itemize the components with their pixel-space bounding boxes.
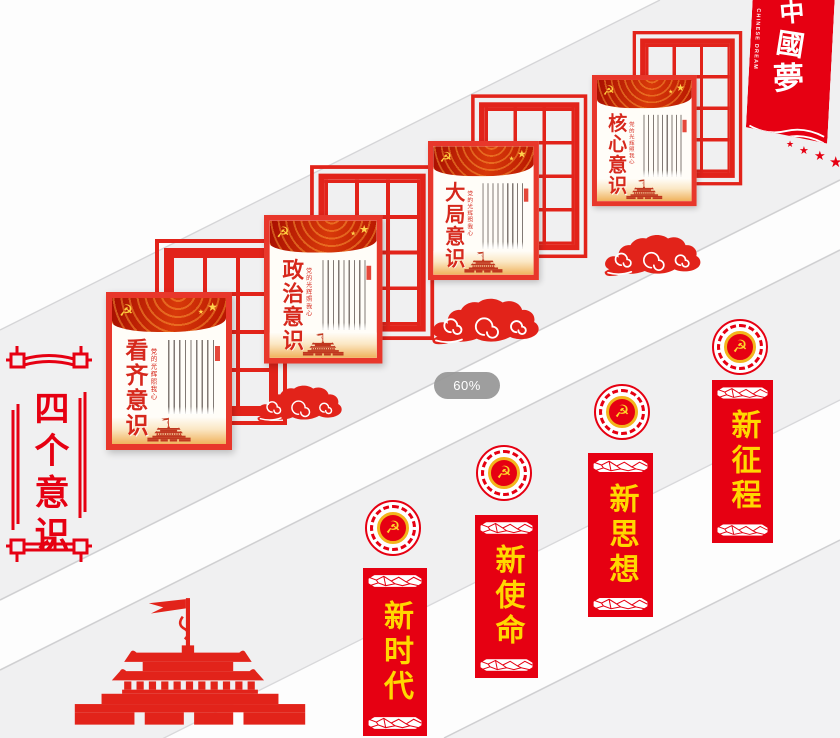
poster-kanqi-group: ☭ ★ ★ 看齐意识 党的光辉照我心 xyxy=(106,239,287,450)
chinese-dream-ribbon: CHINESE DREAM 中 國 夢 xyxy=(745,0,835,148)
star-icon: ★ xyxy=(814,149,826,164)
star-icon: ★ xyxy=(207,300,218,314)
party-emblem-icon: ☭ xyxy=(377,512,409,544)
party-emblem-icon: ☭ xyxy=(606,396,638,428)
step-label: 新征程 xyxy=(725,409,761,514)
party-emblem-medallion: ☭ xyxy=(476,445,532,501)
poster-subtitle: 党的光辉照我心 xyxy=(627,121,635,166)
star-icon: ★ xyxy=(676,81,685,94)
party-emblem-icon: ☭ xyxy=(276,223,290,242)
poster-subtitle: 党的光辉照我心 xyxy=(465,190,473,237)
step-label: 新使命 xyxy=(489,544,525,649)
zoom-level-badge: 60% xyxy=(434,372,500,399)
cloud-icon xyxy=(603,228,703,284)
ribbon-char: 夢 xyxy=(772,59,805,98)
poster-subtitle: 党的光辉照我心 xyxy=(149,348,157,401)
party-emblem-medallion: ☭ xyxy=(712,319,768,375)
party-emblem-icon: ☭ xyxy=(488,457,520,489)
poster-seal-tag xyxy=(366,265,372,280)
poster-header-art: ☭ ★ ★ xyxy=(596,79,692,109)
poster-title: 看齐意识 xyxy=(121,338,148,438)
poster-kanqi: ☭ ★ ★ 看齐意识 党的光辉照我心 xyxy=(106,292,232,450)
star-icon: ★ xyxy=(508,155,515,163)
step-banner-xinsixiang: 新思想 xyxy=(588,453,653,617)
crackle-band-icon xyxy=(592,457,649,475)
star-icon: ★ xyxy=(350,230,357,238)
crackle-band-icon xyxy=(716,521,769,539)
party-emblem-medallion: ☭ xyxy=(365,500,421,556)
poster-seal-tag xyxy=(523,188,529,202)
poster-body-text xyxy=(322,260,366,330)
poster-header-art: ☭ ★ ★ xyxy=(112,298,226,332)
poster-title: 政治意识 xyxy=(278,258,304,353)
poster-seal-tag xyxy=(682,119,687,133)
star-icon: ★ xyxy=(668,88,674,95)
ribbon-char: 國 xyxy=(773,25,807,63)
poster-subtitle: 党的光辉照我心 xyxy=(304,267,312,317)
crackle-band-icon xyxy=(479,519,534,537)
crackle-band-icon xyxy=(367,714,423,732)
step-label: 新思想 xyxy=(603,482,639,588)
poster-title: 大局意识 xyxy=(441,181,465,270)
poster-header-art: ☭ ★ ★ xyxy=(433,146,534,177)
cloud-icon xyxy=(256,383,344,425)
poster-footer-art xyxy=(112,417,226,444)
star-icon: ★ xyxy=(359,222,370,236)
cloud-icon xyxy=(430,297,542,347)
poster-zhengzhi: ☭ ★ ★ 政治意识 党的光辉照我心 xyxy=(264,215,383,364)
poster-body-text xyxy=(168,340,214,414)
poster-seal-tag xyxy=(215,346,220,361)
party-emblem-icon: ☭ xyxy=(119,301,134,320)
poster-body-text xyxy=(643,114,682,177)
poster-daju-group: ☭ ★ ★ 大局意识 党的光辉照我心 xyxy=(428,94,588,281)
party-emblem-medallion: ☭ xyxy=(594,384,650,440)
star-icon: ★ xyxy=(786,140,795,150)
poster-hexin: ☭ ★ ★ 核心意识 党的光辉照我心 xyxy=(592,75,697,207)
ribbon-subtitle: CHINESE DREAM xyxy=(751,8,762,71)
poster-footer-art xyxy=(596,178,692,202)
emblem-ring: ☭ xyxy=(370,505,416,551)
lattice-frame-icon xyxy=(6,346,92,562)
crackle-band-icon xyxy=(479,656,534,674)
ribbon-calligraphy: 中 國 夢 xyxy=(762,0,819,98)
emblem-ring: ☭ xyxy=(717,324,763,370)
step-banner-xinshidai: 新时代 xyxy=(363,568,427,736)
poster-daju: ☭ ★ ★ 大局意识 党的光辉照我心 xyxy=(428,141,539,281)
poster-title: 核心意识 xyxy=(604,113,627,197)
four-consciousness-title: 四个意识 xyxy=(28,390,69,558)
star-icon: ★ xyxy=(517,148,527,161)
poster-footer-art xyxy=(269,332,377,358)
crackle-band-icon xyxy=(592,595,649,613)
star-icon: ★ xyxy=(197,308,204,316)
party-emblem-icon: ☭ xyxy=(439,148,453,166)
crackle-band-icon xyxy=(716,384,769,402)
poster-header-art: ☭ ★ ★ xyxy=(269,220,377,253)
party-emblem-icon: ☭ xyxy=(602,82,615,99)
crackle-band-icon xyxy=(367,572,423,590)
tiananmen-silhouette xyxy=(64,594,316,738)
step-banner-xinzhengcheng: 新征程 xyxy=(712,380,773,543)
step-label: 新时代 xyxy=(378,599,413,705)
four-consciousness-panel: 四个意识 xyxy=(6,332,92,576)
step-banner-xinshiming: 新使命 xyxy=(475,515,538,678)
poster-hexin-group: ☭ ★ ★ 核心意识 党的光辉照我心 xyxy=(592,31,743,207)
party-emblem-icon: ☭ xyxy=(724,331,756,363)
star-icon: ★ xyxy=(799,144,809,157)
star-icon: ★ xyxy=(829,153,840,171)
poster-footer-art xyxy=(433,251,534,275)
poster-body-text xyxy=(482,183,524,249)
emblem-ring: ☭ xyxy=(599,389,645,435)
emblem-ring: ☭ xyxy=(481,450,527,496)
poster-zhengzhi-group: ☭ ★ ★ 政治意识 党的光辉照我心 xyxy=(264,165,435,364)
